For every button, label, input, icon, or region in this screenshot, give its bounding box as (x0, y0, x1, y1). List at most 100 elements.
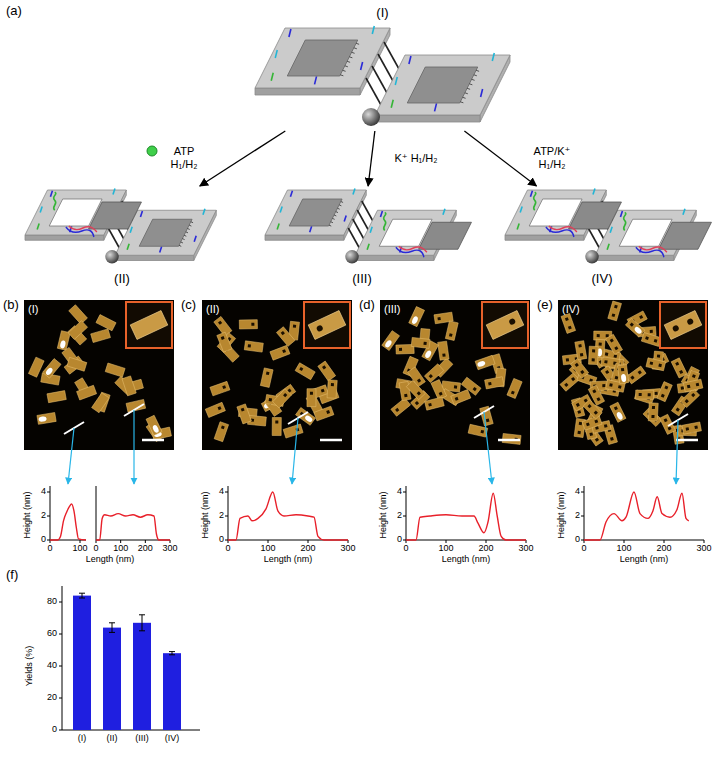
tick-label: 200 (478, 544, 493, 554)
inset-particle (130, 311, 168, 340)
dna-strand (607, 244, 609, 250)
figure-shape (451, 390, 471, 405)
tick-label: 0 (47, 544, 52, 554)
figure-shape (582, 416, 602, 431)
axis-tick (225, 492, 228, 493)
origami-tile (255, 28, 390, 88)
dna-strand (289, 29, 291, 37)
figure-shape (91, 329, 111, 343)
marker-sphere (345, 250, 359, 264)
dna-strand (391, 100, 393, 108)
dna-strand (130, 227, 132, 233)
figure-shape (480, 430, 484, 434)
dna-strand (520, 207, 522, 213)
figure-shape (273, 389, 292, 408)
figure-shape (384, 339, 393, 348)
figure-shape (251, 323, 254, 326)
dna-strand (380, 211, 382, 217)
figure-shape (686, 427, 690, 431)
origami-lid (139, 219, 192, 246)
dna-strand (37, 224, 39, 230)
figure-shape (633, 326, 642, 335)
lock-staple (186, 232, 188, 233)
figure-shape (322, 365, 326, 369)
lock-staple (352, 52, 355, 53)
figure-shape (571, 377, 575, 381)
afm-image (558, 300, 708, 450)
panel-label: (d) (359, 298, 375, 312)
axis-tick (446, 540, 447, 543)
scale-bar (320, 439, 342, 442)
figure-shape (592, 358, 595, 361)
inset-frame (304, 302, 350, 348)
figure-shape (221, 336, 225, 340)
origami-lid (289, 199, 342, 226)
origami-particle (296, 407, 316, 425)
tick-label: 100 (72, 544, 87, 554)
figure-shape (248, 344, 251, 347)
origami-lid (287, 40, 358, 76)
origami-structure (505, 189, 711, 264)
figure-shape (651, 415, 654, 418)
leader-arrow (292, 418, 298, 484)
figure-shape (272, 417, 281, 435)
origami-particle (582, 416, 602, 431)
dna-strand (443, 209, 445, 215)
lock-staple (349, 57, 352, 58)
figure-shape (221, 426, 225, 430)
linker-bar (108, 228, 119, 248)
origami-lid (659, 222, 712, 249)
figure-shape (321, 389, 325, 393)
origami-particle (276, 327, 294, 347)
axis-title: Length (nm) (442, 555, 491, 565)
figure-shape (614, 346, 618, 350)
error-bar (169, 652, 175, 655)
g-quadruplex (624, 213, 626, 231)
figure-shape (650, 330, 653, 333)
tick-label: 0 (93, 544, 98, 554)
dna-strand (40, 207, 42, 213)
figure-shape (594, 411, 598, 415)
dna-strand (370, 227, 372, 233)
figure-shape (646, 358, 666, 371)
height-profile (228, 492, 348, 540)
error-bar (79, 593, 85, 598)
figure-shape (428, 403, 432, 407)
origami-particle (214, 422, 228, 442)
figure-shape (615, 376, 619, 380)
origami-particle (67, 357, 87, 371)
figure-shape (38, 416, 47, 422)
figure-shape (592, 349, 595, 352)
origami-particle (146, 415, 162, 435)
figure-shape (621, 374, 627, 383)
figure-shape (610, 437, 614, 441)
panel-label: (e) (537, 298, 553, 312)
figure-shape (43, 359, 61, 379)
figure-shape (606, 334, 623, 354)
figure-shape (217, 332, 232, 352)
dna-strand (50, 191, 52, 197)
figure-shape (486, 419, 490, 423)
figure-shape (626, 366, 646, 384)
figure-shape (409, 307, 425, 327)
origami-lid (89, 202, 142, 229)
figure-shape (310, 392, 313, 395)
dna-strand (481, 89, 483, 97)
axis-tick (47, 540, 50, 541)
lock-staple (340, 75, 343, 76)
origami-particle (47, 391, 66, 403)
axis-tick (403, 492, 406, 493)
figure-shape (618, 385, 622, 389)
dna-strand (280, 207, 282, 213)
tick-label: 60 (47, 629, 57, 639)
dna-strand (361, 62, 363, 70)
axis-tick (59, 666, 62, 667)
figure-shape (565, 317, 569, 321)
origami-tile (375, 55, 510, 115)
tile-side (115, 255, 194, 260)
figure-shape (202, 300, 352, 450)
figure-shape (577, 431, 580, 434)
figure-shape (578, 344, 581, 347)
figure-shape (68, 321, 87, 340)
origami-particle (431, 380, 447, 400)
